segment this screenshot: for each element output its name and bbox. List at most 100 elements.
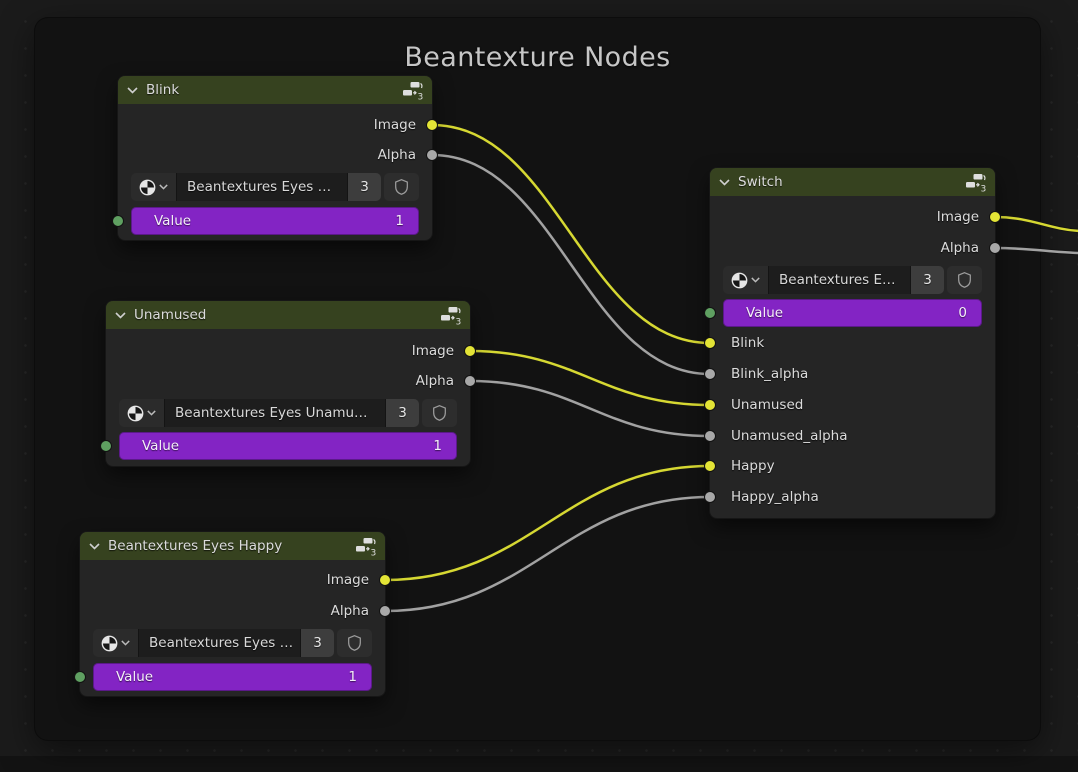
socket-input-value[interactable] [100,440,112,452]
socket-output-alpha[interactable] [379,605,391,617]
image-sequence-icon: 3 [965,173,986,192]
output-label-image: Image [373,117,416,133]
value-slider[interactable]: Value 1 [119,432,457,460]
socket-output-alpha[interactable] [426,149,438,161]
datablock-name-field[interactable]: Beantextures Eyes Unamu… [164,399,385,427]
node-blink-header[interactable]: Blink 3 [118,76,432,104]
image-datablock-selector: Beantextures Eyes … 3 [131,173,419,201]
datablock-users-button[interactable]: 3 [300,629,334,657]
fake-user-button[interactable] [422,399,457,427]
chevron-down-icon [159,184,168,190]
input-label-happy: Happy [731,458,775,474]
node-title: Switch [738,174,783,190]
value-slider[interactable]: Value 1 [131,207,419,235]
svg-text:3: 3 [981,184,987,192]
fake-user-button[interactable] [947,266,982,294]
node-happy-header[interactable]: Beantextures Eyes Happy 3 [80,532,385,560]
socket-output-alpha[interactable] [464,375,476,387]
node-unamused[interactable]: Unamused 3 Image Alpha [100,301,476,466]
output-label-alpha: Alpha [377,147,416,163]
output-label-image: Image [326,572,369,588]
image-datablock-icon [731,272,748,288]
chevron-down-icon [147,410,156,416]
input-label-unamused-alpha: Unamused_alpha [731,428,848,444]
value-slider-value: 1 [348,669,357,685]
image-datablock-icon [101,635,118,651]
node-happy[interactable]: Beantextures Eyes Happy 3 Image Alpha [74,532,391,696]
link-unamused-alpha [469,379,711,438]
image-sequence-icon: 3 [355,537,376,556]
collapse-chevron-icon[interactable] [115,311,126,319]
socket-input-blink-alpha[interactable] [704,368,716,380]
image-browse-button[interactable] [723,266,768,294]
image-browse-button[interactable] [119,399,164,427]
datablock-users-button[interactable]: 3 [347,173,381,201]
image-browse-button[interactable] [93,629,138,657]
datablock-users-button[interactable]: 3 [385,399,419,427]
link-switch-alpha-out [994,246,1078,255]
input-label-happy-alpha: Happy_alpha [731,489,819,505]
socket-input-blink[interactable] [704,337,716,349]
node-switch[interactable]: Switch 3 Image Alpha [704,168,1001,518]
socket-output-image[interactable] [989,211,1001,223]
socket-output-image[interactable] [464,345,476,357]
socket-input-value[interactable] [74,671,86,683]
socket-input-happy[interactable] [704,460,716,472]
node-switch-header[interactable]: Switch 3 [710,168,995,196]
socket-input-value[interactable] [112,215,124,227]
value-slider-value: 0 [958,305,967,321]
value-slider[interactable]: Value 1 [93,663,372,691]
shield-icon [433,405,446,421]
collapse-chevron-icon[interactable] [719,178,730,186]
image-datablock-icon [139,179,156,195]
value-slider-label: Value [154,213,192,229]
image-sequence-icon: 3 [402,81,423,100]
link-blink-alpha [431,153,711,376]
collapse-chevron-icon[interactable] [89,542,100,550]
fake-user-button[interactable] [384,173,419,201]
node-title: Unamused [134,307,207,323]
link-happy-image [384,464,711,582]
image-browse-button[interactable] [131,173,176,201]
fake-user-button[interactable] [337,629,372,657]
socket-output-image[interactable] [426,119,438,131]
link-happy-alpha [384,495,711,613]
svg-text:3: 3 [456,317,462,325]
output-label-image: Image [411,343,454,359]
collapse-chevron-icon[interactable] [127,86,138,94]
shield-icon [395,179,408,195]
image-datablock-icon [127,405,144,421]
value-slider[interactable]: Value 0 [723,299,982,327]
socket-output-alpha[interactable] [989,242,1001,254]
image-sequence-icon: 3 [440,306,461,325]
image-datablock-selector: Beantextures E… 3 [723,266,982,294]
socket-input-unamused[interactable] [704,399,716,411]
value-slider-label: Value [116,669,154,685]
datablock-name-field[interactable]: Beantextures Eyes … [138,629,300,657]
svg-text:3: 3 [371,548,377,556]
shield-icon [348,635,361,651]
datablock-name-field[interactable]: Beantextures E… [768,266,910,294]
input-label-blink-alpha: Blink_alpha [731,366,809,382]
socket-output-image[interactable] [379,574,391,586]
socket-input-value[interactable] [704,307,716,319]
value-slider-value: 1 [433,438,442,454]
node-blink[interactable]: Blink 3 Image Alpha [112,76,438,240]
socket-input-happy-alpha[interactable] [704,491,716,503]
link-unamused-image [469,349,711,407]
output-label-alpha: Alpha [940,240,979,256]
input-label-unamused: Unamused [731,397,804,413]
socket-input-unamused-alpha[interactable] [704,430,716,442]
svg-text:3: 3 [418,92,424,100]
image-datablock-selector: Beantextures Eyes Unamu… 3 [119,399,457,427]
value-slider-label: Value [746,305,784,321]
node-unamused-header[interactable]: Unamused 3 [106,301,470,329]
datablock-users-button[interactable]: 3 [910,266,944,294]
chevron-down-icon [121,640,130,646]
node-title: Beantextures Eyes Happy [108,538,283,554]
datablock-name-field[interactable]: Beantextures Eyes … [176,173,347,201]
output-label-alpha: Alpha [330,603,369,619]
output-label-alpha: Alpha [415,373,454,389]
